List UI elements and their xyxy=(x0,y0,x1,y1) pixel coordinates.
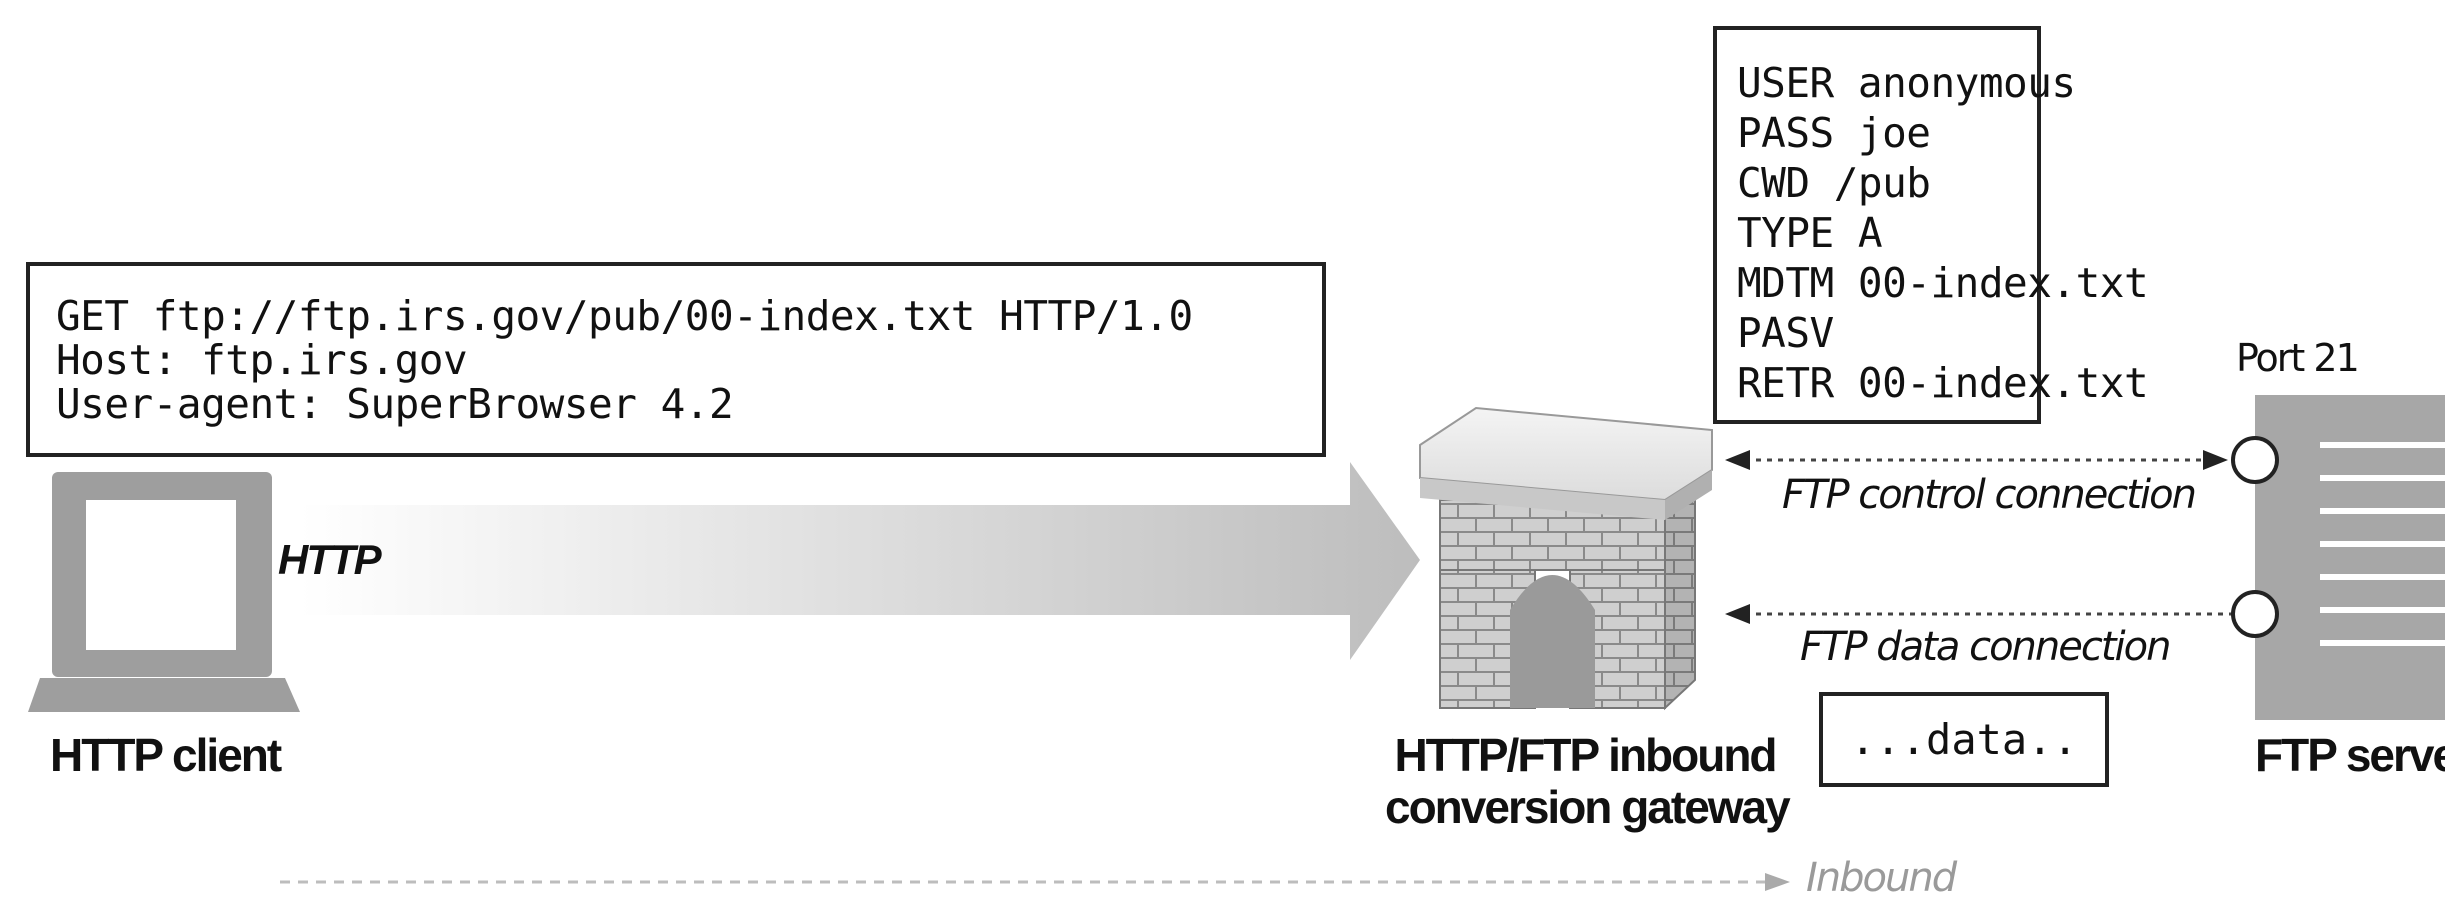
gateway-label-line2: conversion gateway xyxy=(1385,781,1791,833)
computer-icon xyxy=(28,472,300,712)
request-line-1: GET ftp://ftp.irs.gov/pub/00-index.txt H… xyxy=(56,292,1193,340)
http-arrow-label: HTTP xyxy=(278,536,382,583)
http-client-label: HTTP client xyxy=(50,729,282,781)
data-box: ...data.. xyxy=(1819,692,2109,787)
gateway-icon xyxy=(1419,406,1713,711)
ftp-command-line: PASS joe xyxy=(1737,109,1931,157)
request-line-2: Host: ftp.irs.gov xyxy=(56,336,468,384)
port-label: Port 21 xyxy=(2236,336,2360,380)
ftp-command-line: PASV xyxy=(1737,309,1834,357)
ftp-command-line: TYPE A xyxy=(1737,209,1883,257)
control-connection-label: FTP control connection xyxy=(1782,472,2197,518)
http-arrow xyxy=(300,462,1420,660)
inbound-label: Inbound xyxy=(1806,855,1957,901)
http-request-box: GET ftp://ftp.irs.gov/pub/00-index.txt H… xyxy=(26,262,1326,457)
gateway-label-line1: HTTP/FTP inbound xyxy=(1394,729,1777,781)
ftp-data-connection-line xyxy=(1725,590,2279,638)
ftp-command-line: MDTM 00-index.txt xyxy=(1737,259,2149,307)
ftp-command-line: RETR 00-index.txt xyxy=(1737,359,2149,407)
inbound-arrow xyxy=(280,873,1790,891)
ftp-command-line: CWD /pub xyxy=(1737,159,1931,207)
ftp-commands-box: USER anonymous PASS joe CWD /pub TYPE A … xyxy=(1713,26,2149,424)
data-box-text: ...data.. xyxy=(1850,715,2078,764)
data-connection-label: FTP data connection xyxy=(1800,624,2171,670)
ftp-server-label: FTP server xyxy=(2255,729,2445,781)
ftp-command-line: USER anonymous xyxy=(1737,59,2076,107)
server-icon xyxy=(2255,395,2445,720)
ftp-control-connection-line xyxy=(1725,436,2279,484)
request-line-3: User-agent: SuperBrowser 4.2 xyxy=(56,380,734,428)
